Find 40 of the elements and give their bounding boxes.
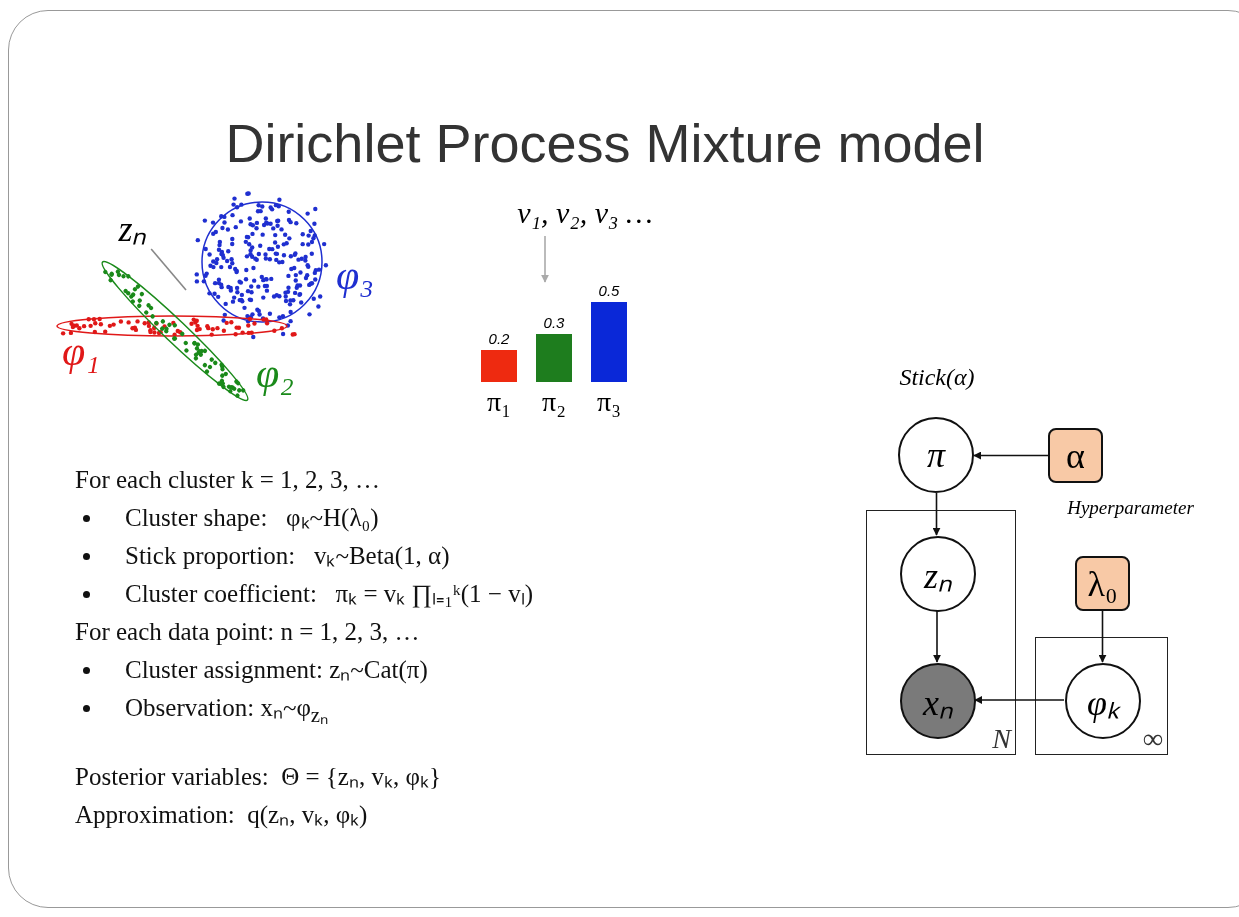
arrow (1098, 610, 1107, 663)
plate-box (1035, 637, 1168, 755)
slide-title: Dirichlet Process Mixture model (224, 112, 986, 174)
cluster-label: φ₁ (62, 328, 100, 374)
bullet-item: Observation: xₙ~φ$_{zₙ}$ (75, 691, 329, 732)
math-label: zₙ (105, 205, 160, 249)
plate-box (866, 510, 1016, 755)
math-label: v₁, v₂, v₃ … (480, 190, 690, 236)
variable-circle: φₖ (1065, 663, 1141, 739)
bullet-item: Cluster shape: φₖ~H(λ₀) (75, 501, 379, 535)
bullet-item: Cluster assignment: zₙ~Cat(π) (75, 653, 428, 687)
node-caption: Stick(α) (898, 364, 976, 391)
value-label: 0.2 (487, 330, 511, 348)
node-caption: Hyperparameter (1066, 497, 1195, 519)
arrow (974, 696, 1065, 704)
category-label: π₁ (486, 386, 512, 418)
plate-label: N (992, 724, 1011, 754)
value-label: 0.3 (542, 314, 566, 332)
arrow (932, 492, 941, 536)
arrow (933, 610, 941, 663)
text-line: Posterior variables: Θ = {zₙ, vₖ, φₖ} (75, 762, 441, 792)
category-label: π₂ (541, 386, 567, 418)
bullet-item: Cluster coefficient: πₖ = vₖ ∏ₗ₌₁ᵏ(1 − vₗ) (75, 577, 533, 611)
bullet-item: Stick proportion: vₖ~Beta(1, α) (75, 539, 450, 573)
leader-line (150, 248, 187, 291)
variable-circle: π (898, 417, 974, 493)
value-label: 0.5 (597, 282, 621, 300)
text-line: Approximation: q(zₙ, vₖ, φₖ) (75, 800, 368, 830)
cluster-label: φ₃ (336, 252, 374, 298)
category-label: π₃ (596, 386, 622, 418)
text-line: For each cluster k = 1, 2, 3, … (75, 465, 380, 495)
cluster-label: φ₂ (256, 350, 294, 396)
arrow (973, 451, 1049, 460)
plate-label: ∞ (1143, 724, 1163, 754)
hyperparameter-box: λ₀ (1075, 556, 1130, 611)
variable-circle: xₙ (900, 663, 976, 739)
arrow (541, 235, 549, 283)
variable-circle: zₙ (900, 536, 976, 612)
text-line: For each data point: n = 1, 2, 3, … (75, 617, 420, 647)
hyperparameter-box: α (1048, 428, 1103, 483)
